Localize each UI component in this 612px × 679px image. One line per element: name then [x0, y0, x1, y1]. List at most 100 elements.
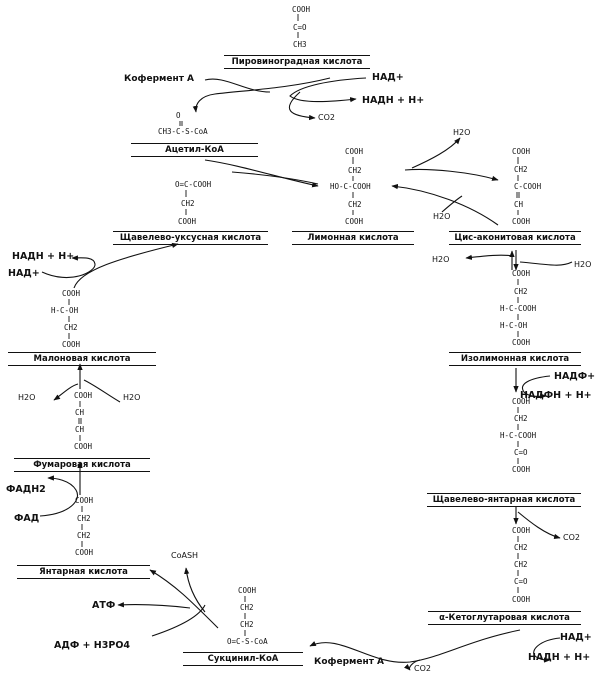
name-oxalosuccinic: Щавелево-янтарная кислота: [427, 493, 581, 507]
arrow-nadf: [522, 375, 551, 399]
arrow-acetyl-to-citric: [204, 159, 319, 188]
arrow-fad: [39, 475, 78, 517]
label-nad-bottom: НАД+: [560, 632, 592, 643]
label-h2o-1: H2O: [453, 128, 471, 137]
fumaric-formula: COOH CH CH COOH: [74, 391, 93, 451]
arrow-citric-to-cisaconitic: [404, 168, 499, 181]
svg-text:COOH: COOH: [178, 217, 197, 226]
oxalosuccinic-formula: COOH CH2 H-C-COOH C=O COOH: [500, 397, 537, 474]
svg-text:COOH: COOH: [512, 465, 531, 474]
svg-text:COOH: COOH: [292, 5, 311, 14]
label-h2o-6: H2O: [123, 393, 141, 402]
svg-text:CH2: CH2: [348, 166, 362, 175]
arrow-oxaloacetic-to-citric: [231, 171, 319, 185]
arrow-ketoglutaric-to-succinylcoa: [309, 629, 521, 663]
acetylcoa-formula: O CH3-C-S-CoA: [158, 111, 208, 136]
svg-text:CH2: CH2: [240, 620, 254, 629]
svg-text:CH2: CH2: [514, 414, 528, 423]
svg-text:CH3: CH3: [293, 40, 307, 49]
svg-text:H-C-OH: H-C-OH: [51, 306, 79, 315]
svg-text:COOH: COOH: [512, 338, 531, 347]
name-malic: Малоновая кислота: [8, 352, 156, 366]
name-succinic: Янтарная кислота: [17, 565, 150, 579]
arrow-nad-bottom: [533, 637, 561, 663]
svg-text:CH2: CH2: [514, 165, 528, 174]
label-nadfh: НАДФН + Н+: [520, 390, 592, 401]
label-nadh-left: НАДН + Н+: [12, 251, 75, 262]
citric-formula: COOH CH2 HO-C-COOH CH2 COOH: [330, 147, 371, 226]
label-coenzyme-a-bottom: Кофермент А: [314, 657, 385, 667]
label-co2-right: CO2: [563, 533, 580, 542]
name-ketoglutaric: α-Кетоглутаровая кислота: [428, 611, 581, 625]
ketoglutaric-formula: COOH CH2 CH2 C=O COOH: [512, 526, 531, 604]
arrow-malic-to-oxaloacetic: [73, 242, 179, 289]
svg-text:CH: CH: [75, 425, 85, 434]
label-nad-top: НАД+: [372, 72, 404, 83]
arrow-h2o-left-in: [83, 379, 121, 403]
svg-text:COOH: COOH: [62, 340, 81, 349]
label-nadf: НАДФ+: [554, 371, 596, 382]
svg-text:O=C-S-CoA: O=C-S-CoA: [227, 637, 268, 646]
arrow-h2o-out-top: [411, 137, 461, 169]
svg-text:HO-C-COOH: HO-C-COOH: [330, 182, 371, 191]
svg-text:COOH: COOH: [238, 586, 257, 595]
arrow-co2-bottom: [403, 659, 421, 671]
arrow-h2o-left-out: [53, 383, 79, 401]
svg-text:COOH: COOH: [75, 548, 94, 557]
svg-text:CH2: CH2: [77, 514, 91, 523]
name-cisaconitic: Цис-аконитовая кислота: [449, 231, 581, 245]
arrow-nad-top: [289, 77, 367, 103]
svg-text:C=O: C=O: [514, 448, 528, 457]
label-nadh-top: НАДН + Н+: [362, 95, 425, 106]
arrow-succinylcoa-to-succinic: [149, 569, 219, 629]
isocitric-formula: COOH CH2 H-C-COOH H-C-OH COOH: [500, 269, 537, 347]
svg-text:C=O: C=O: [514, 577, 528, 586]
arrow-nad-left: [41, 255, 96, 279]
label-h2o-2: H2O: [433, 212, 451, 221]
svg-text:CH2: CH2: [348, 200, 362, 209]
svg-text:C-COOH: C-COOH: [514, 182, 542, 191]
succinylcoa-formula: COOH CH2 CH2 O=C-S-CoA: [227, 586, 268, 646]
svg-text:COOH: COOH: [512, 269, 531, 278]
label-fadh2: ФАДН2: [6, 484, 46, 495]
svg-text:CH2: CH2: [514, 287, 528, 296]
label-h2o-3: H2O: [432, 255, 450, 264]
svg-text:COOH: COOH: [512, 595, 531, 604]
svg-text:CH2: CH2: [64, 323, 78, 332]
malic-formula: COOH H-C-OH CH2 COOH: [51, 289, 81, 349]
label-nadh-bottom: НАДН + Н+: [528, 652, 591, 663]
svg-text:CH2: CH2: [514, 560, 528, 569]
svg-text:H-C-OH: H-C-OH: [500, 321, 528, 330]
arrow-adp: [151, 604, 206, 637]
reaction-arrows: [39, 77, 573, 671]
name-acetylcoa: Ацетил-КоА: [131, 143, 258, 157]
name-fumaric: Фумаровая кислота: [14, 458, 150, 472]
label-h2o-4: H2O: [574, 260, 592, 269]
svg-text:COOH: COOH: [74, 442, 93, 451]
name-oxaloacetic: Щавелево-уксусная кислота: [113, 231, 268, 245]
label-coenzyme-a-top: Кофермент А: [124, 74, 195, 84]
name-pyruvic: Пировиноградная кислота: [224, 55, 370, 69]
arrow-cisaconitic-to-citric: [391, 183, 499, 226]
label-fad: ФАД: [14, 513, 40, 524]
arrow-atp: [117, 602, 191, 609]
label-co2-top: CO2: [318, 113, 335, 122]
name-isocitric: Изолимонная кислота: [449, 352, 581, 366]
svg-text:CH2: CH2: [240, 603, 254, 612]
svg-text:H-C-COOH: H-C-COOH: [500, 431, 537, 440]
succinic-formula: COOH CH2 CH2 COOH: [75, 496, 94, 557]
arrow-pyruvate-to-acetyl: [192, 77, 331, 113]
arrow-h2o-out-right: [465, 254, 515, 260]
arrow-h2o-in-right: [519, 261, 573, 266]
label-atp: АТФ: [92, 600, 116, 611]
svg-text:CH: CH: [514, 200, 524, 209]
svg-text:COOH: COOH: [74, 391, 93, 400]
svg-text:COOH: COOH: [75, 496, 94, 505]
arrow-h2o-in-top: [441, 195, 463, 213]
oxaloacetic-formula: O=C-COOH CH2 COOH: [175, 180, 212, 226]
svg-text:COOH: COOH: [512, 147, 531, 156]
arrow-coenzyme-a-in: [204, 78, 271, 93]
svg-text:CH2: CH2: [77, 531, 91, 540]
